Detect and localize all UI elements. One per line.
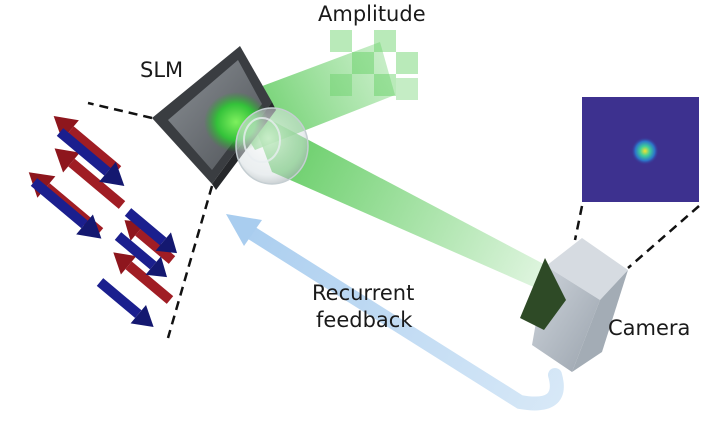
spin-arrow-icon xyxy=(114,232,168,278)
spin-arrow-icon xyxy=(56,128,125,186)
camera-label: Camera xyxy=(608,316,691,340)
spin-arrow-icon xyxy=(53,116,122,174)
slm-label: SLM xyxy=(140,58,184,82)
spin-arrow-icon xyxy=(113,252,174,304)
amplitude-label: Amplitude xyxy=(318,2,426,26)
slm-zoom-lines xyxy=(87,101,214,339)
spin-arrow-icon xyxy=(54,148,126,209)
feedback-arrow xyxy=(226,214,564,411)
lens-icon xyxy=(235,107,309,185)
outgoing-beam xyxy=(248,108,555,292)
spin-arrows xyxy=(28,116,178,327)
camera-image-panel xyxy=(582,97,699,202)
feedback-label: feedback xyxy=(316,308,413,332)
spin-arrow-icon xyxy=(30,178,102,239)
spin-arrow-icon xyxy=(124,208,178,254)
camera-zoom-lines xyxy=(573,205,700,269)
camera-lens-icon xyxy=(520,258,566,330)
spin-arrow-icon xyxy=(96,278,154,327)
recurrent-label: Recurrent xyxy=(312,281,415,305)
camera-icon xyxy=(520,238,628,372)
